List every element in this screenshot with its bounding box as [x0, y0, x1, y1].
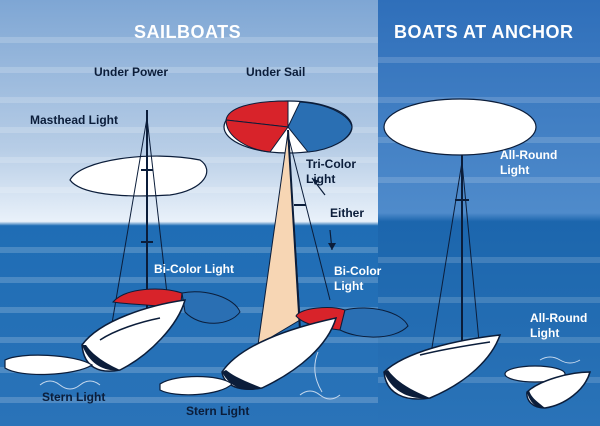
heading-boats-at-anchor: BOATS AT ANCHOR: [394, 22, 574, 42]
hull: [383, 334, 502, 400]
label-masthead-light: Masthead Light: [30, 113, 119, 127]
label-either: Either: [330, 206, 365, 220]
dinghy-hull: [526, 371, 591, 409]
allround-light-top: [383, 98, 537, 156]
tricolor-red-sector: [225, 100, 289, 128]
masthead-light-beam: [69, 155, 208, 197]
tricolor-green-sector: [287, 101, 353, 153]
label-stern-light-left: Stern Light: [42, 390, 106, 404]
allround-light-bottom: [504, 365, 566, 383]
stern-light-beam-mid: [159, 375, 233, 396]
boat-under-power: [4, 110, 241, 390]
label-bicolor-light-left: Bi-Color Light: [154, 262, 234, 276]
bicolor-green-sector: [181, 291, 241, 324]
mast: [287, 129, 301, 331]
label-allround-light-top: All-Round Light: [500, 148, 557, 178]
label-allround-bottom-line1: All-Round: [530, 311, 588, 325]
label-allround-top-line2: Light: [500, 163, 530, 177]
label-bicolor-light-right: Bi-Color Light: [334, 264, 381, 294]
label-allround-top-line1: All-Round: [500, 148, 558, 162]
label-under-sail: Under Sail: [246, 65, 306, 79]
label-stern-light-mid: Stern Light: [186, 404, 250, 418]
bicolor-green-sector: [339, 307, 409, 338]
label-under-power: Under Power: [94, 65, 169, 79]
label-allround-light-bottom: All-Round Light: [530, 311, 587, 341]
boat-at-anchor: [383, 98, 591, 409]
label-bicolor-right-line1: Bi-Color: [334, 264, 382, 278]
stern-light-beam-left: [4, 354, 94, 376]
label-tricolor-light: Tri-Color Light: [306, 157, 356, 187]
label-tricolor-line1: Tri-Color: [306, 157, 356, 171]
boat-under-sail: [159, 100, 409, 400]
heading-sailboats: SAILBOATS: [134, 22, 242, 42]
label-tricolor-line2: Light: [306, 172, 336, 186]
label-allround-bottom-line2: Light: [530, 326, 560, 340]
sailboats-background: [0, 0, 378, 426]
label-bicolor-right-line2: Light: [334, 279, 364, 293]
